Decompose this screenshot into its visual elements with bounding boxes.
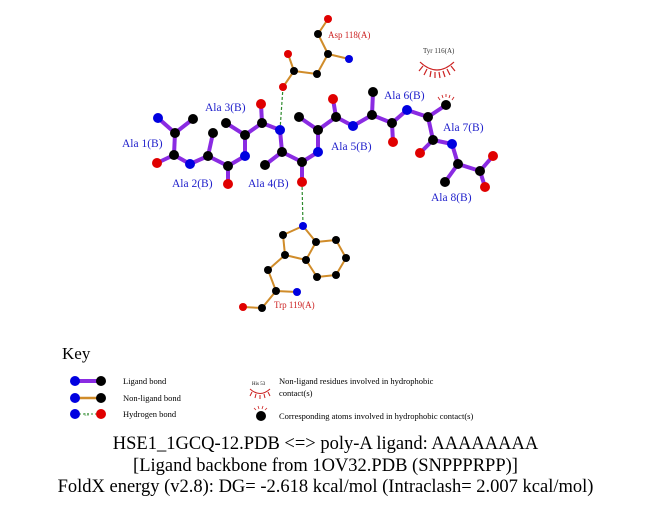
ligand-atom-o <box>152 158 162 168</box>
key-hydrogen-bond-label: Hydrogen bond <box>123 409 177 419</box>
key-hydrogen-bond-icon: 3.0 <box>70 409 106 419</box>
ligand-atom-c <box>221 118 231 128</box>
ligplot-diagram: Ala 1(B) Ala 2(B) Ala 3(B) Ala 4(B) Ala … <box>62 15 498 421</box>
ligand-atom-c <box>368 87 378 97</box>
footer-energy: FoldX energy (v2.8): DG= -2.618 kcal/mol… <box>57 477 594 497</box>
trp119-atom-c <box>279 231 287 239</box>
asp118-atom-o <box>279 83 287 91</box>
ligand-atom-o <box>388 137 398 147</box>
hydrophobic-contact-tyr116-icon <box>418 61 456 79</box>
key-ligand-bond-icon <box>70 376 106 386</box>
ligand-atom-o <box>328 94 338 104</box>
ligand-atom-c <box>294 112 304 122</box>
trp119-atom-c <box>313 273 321 281</box>
trp119-atom-c <box>342 254 350 262</box>
ligand-atom-o <box>297 177 307 187</box>
ligand-atom-o <box>415 148 425 158</box>
footer-backbone: [Ligand backbone from 1OV32.PDB (SNPPPRP… <box>133 456 518 476</box>
ligand-atom-o <box>480 182 490 192</box>
label-ala4: Ala 4(B) <box>248 178 289 190</box>
ligand-atom-c <box>297 157 307 167</box>
ligand-atom-c <box>331 112 341 122</box>
ligand-atom-c <box>453 159 463 169</box>
ligand-atom-c <box>208 128 218 138</box>
asp118-atom-c <box>290 67 298 75</box>
trp119-atom-c <box>332 271 340 279</box>
ligand-atom-o <box>223 179 233 189</box>
trp119-atom-c <box>332 236 340 244</box>
hydrogen-bond-trp119 <box>301 181 304 227</box>
label-tyr116: Tyr 116(A) <box>423 47 455 55</box>
trp119-atom-n <box>299 222 307 230</box>
ligand-atom-n <box>447 139 457 149</box>
svg-text:3.0: 3.0 <box>84 412 89 417</box>
ligand-atom-c <box>169 150 179 160</box>
key-hydrophobic-atoms-label: Corresponding atoms involved in hydropho… <box>279 411 473 421</box>
key-nonligand-bond-icon <box>70 393 106 403</box>
ligand-atom-c <box>428 135 438 145</box>
label-ala7: Ala 7(B) <box>443 122 484 134</box>
label-ala5: Ala 5(B) <box>331 141 372 153</box>
ligand-atom-c <box>475 166 485 176</box>
ligand-atom-o <box>256 99 266 109</box>
ligand-atom-n <box>185 159 195 169</box>
trp119-atom-c <box>272 287 280 295</box>
key-ligand-bond-label: Ligand bond <box>123 376 167 386</box>
ligand-atom-c <box>440 177 450 187</box>
trp119-atom-c <box>258 304 266 312</box>
hydrogen-bond-asp118 <box>279 86 284 131</box>
ligand-atom-n <box>240 151 250 161</box>
asp118-atom-c <box>324 50 332 58</box>
asp118-atom-o <box>284 50 292 58</box>
key-hydrophobic-residues-label-2: contact(s) <box>279 388 313 398</box>
asp118-atom-c <box>313 70 321 78</box>
ligand-atom-c <box>223 161 233 171</box>
label-ala2: Ala 2(B) <box>172 178 213 190</box>
ligand-atom-c <box>188 114 198 124</box>
label-ala1: Ala 1(B) <box>122 138 163 150</box>
ligand-atom-c <box>277 147 287 157</box>
trp119-atom-c <box>302 256 310 264</box>
label-ala6: Ala 6(B) <box>384 90 425 102</box>
asp118-atom-n <box>345 55 353 63</box>
ligand-atom-c <box>313 125 323 135</box>
key-example-residue: His 53 <box>252 382 266 387</box>
trp119-atom-o <box>239 303 247 311</box>
ligand-atom-c <box>367 110 377 120</box>
trp119-atom-c <box>264 266 272 274</box>
ligand-atom-n <box>313 147 323 157</box>
key-nonligand-bond-label: Non-ligand bond <box>123 393 182 403</box>
ligand-atom-c <box>441 100 451 110</box>
ligand-atom-c <box>423 112 433 122</box>
ligand-atom-c <box>387 118 397 128</box>
label-ala8: Ala 8(B) <box>431 192 472 204</box>
ligand-atom-c <box>203 151 213 161</box>
ligand-atom-c <box>260 160 270 170</box>
label-trp119: Trp 119(A) <box>274 300 315 310</box>
ligand-atom-c <box>240 130 250 140</box>
trp119-atom-c <box>312 238 320 246</box>
ligand-atom-o <box>488 151 498 161</box>
ligand-atom-n <box>275 125 285 135</box>
key-hydrophobic-residue-icon <box>249 388 271 399</box>
key-hydrophobic-atom-icon <box>253 405 268 421</box>
ligand-atom-c <box>257 118 267 128</box>
key-title: Key <box>62 344 91 363</box>
ligand-atom-n <box>348 121 358 131</box>
key-hydrophobic-residues-label: Non-ligand residues involved in hydropho… <box>279 376 434 386</box>
ligand-atom-n <box>153 113 163 123</box>
asp118-atom-c <box>314 30 322 38</box>
label-asp118: Asp 118(A) <box>328 30 370 40</box>
label-ala3: Ala 3(B) <box>205 102 246 114</box>
hydrophobic-atom-marker-icon <box>437 94 455 101</box>
ligand-atom-c <box>170 128 180 138</box>
footer-title: HSE1_1GCQ-12.PDB <=> poly-A ligand: AAAA… <box>112 434 539 454</box>
trp119-atom-c <box>281 251 289 259</box>
asp118-atom-o <box>324 15 332 23</box>
ligand-atom-n <box>402 105 412 115</box>
trp119-atom-n <box>293 288 301 296</box>
